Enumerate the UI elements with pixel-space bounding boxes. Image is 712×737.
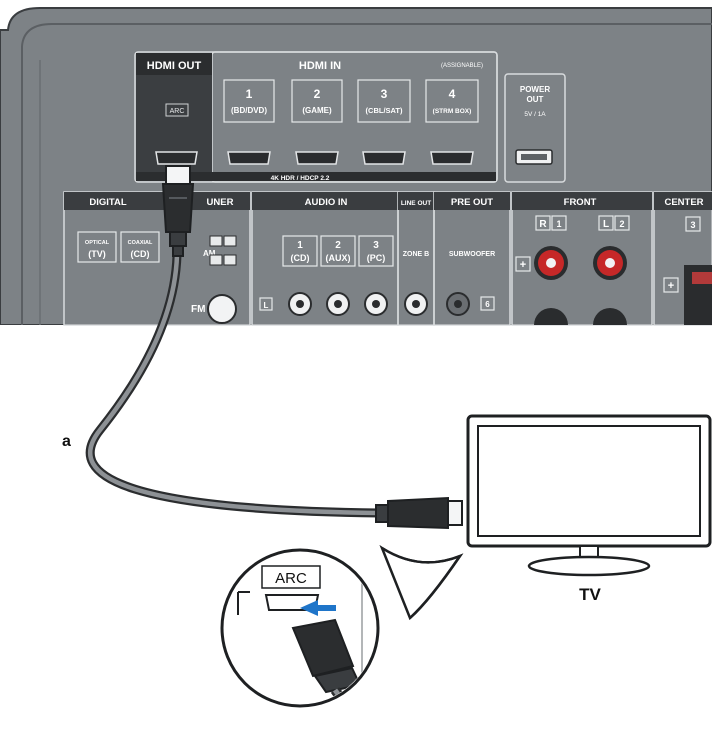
- optical-label: OPTICAL: [85, 240, 110, 246]
- arc-port-inset: ARC: [220, 544, 464, 708]
- center-plus-label: +: [668, 280, 674, 292]
- svg-text:3: 3: [381, 87, 388, 101]
- center-speaker-section: CENTER 3 +: [663, 197, 712, 325]
- power-out-section: POWER OUT 5V / 1A: [504, 73, 566, 183]
- coaxial-cd-label: (CD): [131, 249, 150, 259]
- hdmi-in-port-1[interactable]: [227, 151, 271, 165]
- power-out-spec: 5V / 1A: [524, 111, 546, 118]
- audio-in-label-3: 3 (PC): [358, 235, 394, 267]
- svg-text:(PC): (PC): [367, 253, 386, 263]
- svg-text:4: 4: [449, 87, 456, 101]
- hdmi-out-header: [136, 53, 212, 75]
- cable-plug-tv: [375, 496, 463, 530]
- arc-label: ARC: [170, 108, 185, 115]
- front-speaker-section: FRONT R 1 L 2 +: [515, 197, 630, 325]
- optical-tv-label: (TV): [88, 249, 106, 259]
- line-out-title: LINE OUT: [401, 200, 431, 207]
- hdmi-in-label-1: 1 (BD/DVD): [223, 79, 275, 123]
- tv-stand: [527, 555, 651, 577]
- fm-label: FM: [191, 304, 205, 315]
- hdmi-in-port-4[interactable]: [430, 151, 474, 165]
- svg-text:2: 2: [335, 240, 341, 251]
- front-title: FRONT: [564, 197, 597, 208]
- pre-out-num: 6: [485, 300, 490, 309]
- tuner-title: UNER: [207, 197, 234, 208]
- hdmi-out-title: HDMI OUT: [147, 60, 202, 72]
- coaxial-label: COAXIAL: [128, 240, 153, 246]
- inset-arc-label: ARC: [275, 570, 307, 587]
- front-l-minus-terminal[interactable]: [593, 308, 627, 325]
- digital-title: DIGITAL: [89, 197, 126, 208]
- zone-b-label: ZONE B: [403, 251, 429, 258]
- line-out-section: LINE OUT ZONE B: [401, 200, 431, 316]
- receiver-rear-panel: [0, 0, 712, 332]
- insert-arrow-icon: [300, 600, 336, 616]
- tv-label: TV: [579, 585, 601, 604]
- hdmi-in-label-2: 2 (GAME): [291, 79, 343, 123]
- audio-in-label-1: 1 (CD): [282, 235, 318, 267]
- front-plus-label: +: [520, 259, 526, 271]
- power-out-line2: OUT: [527, 95, 544, 104]
- cable-plug-receiver: [161, 165, 195, 257]
- audio-in-label-2: 2 (AUX): [320, 235, 356, 267]
- front-r-minus-terminal[interactable]: [534, 308, 568, 325]
- audio-in-title: AUDIO IN: [305, 197, 348, 208]
- lower-panel-sections: [63, 191, 712, 326]
- pre-out-title: PRE OUT: [451, 197, 493, 208]
- front-l-label: L: [603, 219, 609, 230]
- hdmi-in-title: HDMI IN: [299, 60, 341, 72]
- center-title: CENTER: [664, 197, 703, 208]
- audio-in-section: AUDIO IN 1 (CD) 2 (AUX) 3 (PC) L: [259, 197, 394, 316]
- hdmi-in-label-3: 3 (CBL/SAT): [357, 79, 411, 123]
- hdmi-in-port-3[interactable]: [362, 151, 406, 165]
- am-terminal-1[interactable]: [209, 235, 223, 247]
- center-num: 3: [690, 220, 695, 230]
- hdmi-in-label-4: 4 (STRM BOX): [425, 79, 479, 123]
- svg-text:1: 1: [246, 87, 253, 101]
- svg-text:2: 2: [314, 87, 321, 101]
- svg-text:(CBL/SAT): (CBL/SAT): [366, 106, 403, 115]
- hdmi-in-port-2[interactable]: [295, 151, 339, 165]
- pre-out-section: PRE OUT SUBWOOFER 6: [446, 197, 495, 316]
- hdmi-in-assignable: (ASSIGNABLE): [441, 63, 483, 69]
- hdmi-cable: [85, 165, 463, 530]
- svg-text:(STRM BOX): (STRM BOX): [433, 108, 472, 115]
- svg-text:1: 1: [297, 240, 303, 251]
- front-l-num: 2: [619, 219, 624, 229]
- hdmi-out-port[interactable]: [155, 151, 198, 165]
- digital-tuner-section: DIGITAL UNER OPTICAL (TV) COAXIAL (CD) A…: [77, 197, 237, 324]
- svg-text:(GAME): (GAME): [302, 106, 332, 115]
- tv-illustration: TV: [466, 414, 712, 604]
- audio-l-label: L: [264, 301, 269, 310]
- svg-text:(AUX): (AUX): [326, 253, 351, 263]
- hdcp-bar-text: 4K HDR / HDCP 2.2: [271, 175, 330, 182]
- am-label: AM: [203, 249, 216, 258]
- hdmi-section: HDMI OUT ARC HDMI IN (ASSIGNABLE) 1 (BD/…: [134, 51, 498, 183]
- cable-label: a: [62, 433, 71, 450]
- svg-text:(BD/DVD): (BD/DVD): [231, 106, 267, 115]
- front-r-label: R: [539, 219, 547, 230]
- front-r-num: 1: [556, 219, 561, 229]
- svg-text:(CD): (CD): [291, 253, 310, 263]
- subwoofer-label: SUBWOOFER: [449, 251, 495, 258]
- fm-jack[interactable]: [207, 294, 237, 324]
- am-terminal-2[interactable]: [209, 254, 223, 266]
- svg-text:3: 3: [373, 240, 379, 251]
- power-out-line1: POWER: [520, 85, 550, 94]
